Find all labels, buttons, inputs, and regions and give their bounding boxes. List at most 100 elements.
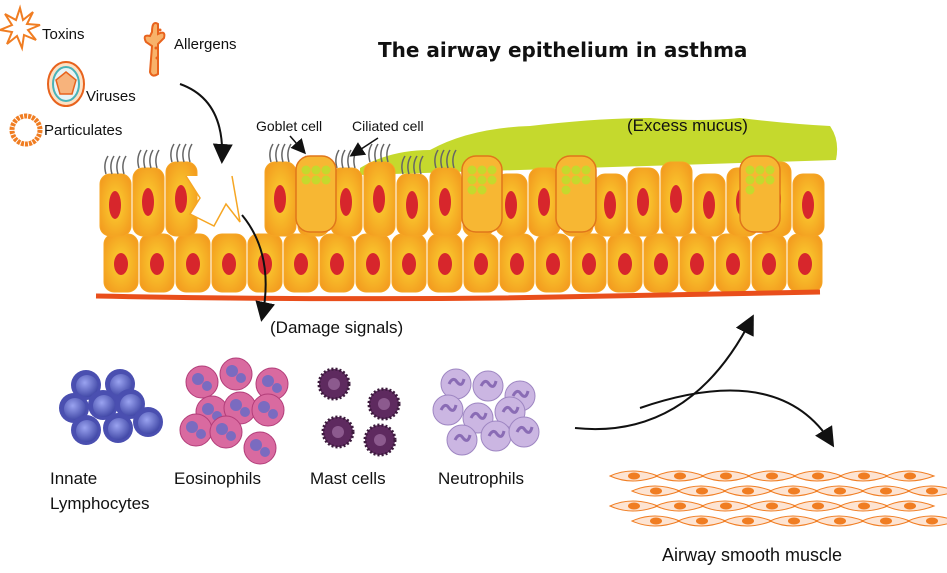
cilium (182, 143, 187, 163)
mucus-arrow (574, 314, 754, 430)
smooth-muscle-nucleus (742, 517, 754, 525)
eosinophil-lobe (226, 431, 236, 441)
cilium (413, 155, 418, 175)
damaged-epithelium (185, 175, 241, 227)
cell-nucleus (802, 191, 814, 219)
neutrophil-nucleus (501, 405, 520, 414)
cilium (104, 155, 109, 175)
mucus-granule (745, 185, 755, 195)
cilium (170, 143, 175, 163)
smooth-muscle-nucleus (926, 487, 938, 495)
eosinophil-lobe (192, 373, 204, 385)
cilium (407, 155, 412, 175)
toxins-icon (0, 4, 41, 52)
cell-nucleus (510, 253, 524, 275)
innate-lymphocytes-label-line2: Lymphocytes (50, 494, 150, 513)
smooth-muscle-nucleus (926, 517, 938, 525)
neutrophil (440, 368, 472, 400)
lymphocyte-nucleus (64, 398, 86, 420)
cell-nucleus (546, 253, 560, 275)
trigger-arrow (179, 83, 233, 164)
smooth-muscle-nucleus (766, 502, 778, 510)
smooth-muscle-nucleus (628, 502, 640, 510)
neutrophil (446, 424, 478, 456)
eosinophil-lobe (272, 383, 282, 393)
mucus-granule (561, 185, 571, 195)
mucus-granule (745, 175, 755, 185)
neutrophil (432, 394, 464, 426)
lymphocyte-nucleus (108, 418, 130, 440)
particulates-icon (9, 113, 43, 147)
allergens-label: Allergens (174, 36, 237, 53)
eosinophil-lobe (262, 375, 274, 387)
cilium (452, 149, 457, 169)
cell-nucleus (366, 253, 380, 275)
mucus-granule (467, 185, 477, 195)
smooth-muscle-nucleus (720, 502, 732, 510)
smooth-muscle-nucleus (812, 502, 824, 510)
cell-nucleus (604, 191, 616, 219)
cilium (440, 149, 445, 169)
muscle-arrow (639, 389, 835, 448)
cell-nucleus (538, 188, 550, 216)
ciliated-cell-pointer (349, 137, 379, 157)
cilium (446, 149, 451, 169)
mucus-granule (755, 165, 765, 175)
mucus-granule (755, 175, 765, 185)
cell-nucleus (109, 191, 121, 219)
mucus-granule (745, 165, 755, 175)
mucus-granule (467, 165, 477, 175)
toxins-label: Toxins (42, 26, 85, 43)
smooth-muscle-nucleus (904, 502, 916, 510)
viruses-label: Viruses (86, 88, 136, 105)
eosinophils-cluster (179, 357, 289, 465)
eosinophil-lobe (250, 439, 262, 451)
damage-signals-arrow (241, 214, 276, 322)
mucus-granule (477, 185, 487, 195)
smooth-muscle-nucleus (650, 487, 662, 495)
mast-cell-nucleus (374, 434, 386, 446)
cell-nucleus (703, 191, 715, 219)
cell-nucleus (505, 191, 517, 219)
mast-cells-label: Mast cells (310, 469, 386, 488)
lymphocyte-nucleus (76, 420, 98, 442)
cell-nucleus (274, 185, 286, 213)
epithelium (99, 143, 825, 293)
eosinophils-label: Eosinophils (174, 469, 261, 488)
eosinophil-lobe (258, 401, 270, 413)
cell-nucleus (637, 188, 649, 216)
cell-nucleus (330, 253, 344, 275)
mucus-granule (321, 175, 331, 185)
mucus-granule (487, 175, 497, 185)
innate-lymphocytes-cluster (59, 369, 163, 445)
mucus-granule (467, 175, 477, 185)
neutrophil-nucleus (479, 379, 498, 388)
neutrophil-nucleus (439, 403, 458, 412)
smooth-muscle-nucleus (766, 472, 778, 480)
neutrophil-nucleus (515, 425, 534, 434)
cilium (335, 149, 340, 169)
lymphocyte-nucleus (76, 375, 98, 397)
eosinophil-lobe (260, 447, 270, 457)
neutrophil (472, 370, 504, 402)
basement-membrane (95, 289, 821, 302)
mast-cell-nucleus (332, 426, 344, 438)
innate-lymphocytes-label-line1: Innate (50, 469, 98, 488)
cell-nucleus (618, 253, 632, 275)
cilium (368, 143, 373, 163)
cell-nucleus (438, 253, 452, 275)
mucus-granule (571, 165, 581, 175)
airway-smooth-muscle-label: Airway smooth muscle (662, 545, 843, 565)
eosinophil-lobe (268, 409, 278, 419)
cilium (110, 155, 115, 175)
cilium (341, 149, 346, 169)
neutrophil-nucleus (487, 429, 506, 438)
mucus-granule (321, 165, 331, 175)
cell-nucleus (474, 253, 488, 275)
airway-smooth-muscle (608, 470, 947, 527)
cilium (137, 149, 142, 169)
smooth-muscle-nucleus (650, 517, 662, 525)
excess-mucus-label: (Excess mucus) (627, 116, 748, 135)
mucus-granule (477, 165, 487, 175)
